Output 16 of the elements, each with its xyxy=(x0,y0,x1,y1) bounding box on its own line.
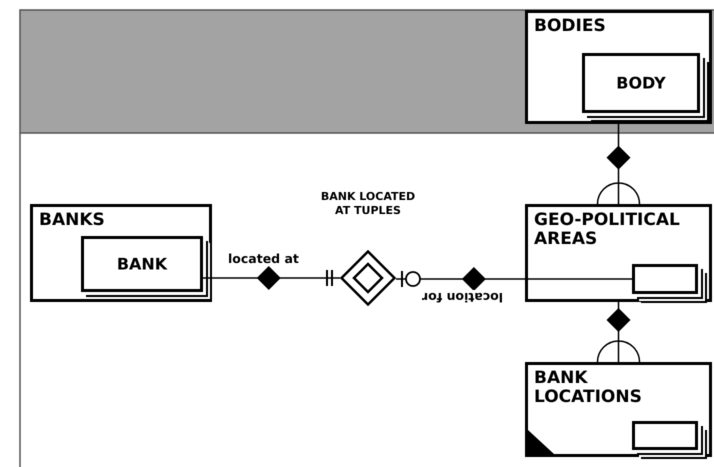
connector xyxy=(396,267,632,290)
connector xyxy=(596,124,640,204)
entity-group-box xyxy=(30,204,212,302)
entity-group-box xyxy=(525,10,712,124)
entity-name: BANK LOCATIONS xyxy=(534,369,643,407)
entity-name: BODIES xyxy=(534,17,606,36)
entity-name: GEO-POLITICAL AREAS xyxy=(534,211,681,249)
entity-name: BODY xyxy=(615,74,667,92)
entity-group-box xyxy=(525,204,712,302)
entity-name: BANKS xyxy=(39,211,105,230)
connector xyxy=(203,266,340,290)
entity-name: BANK xyxy=(116,254,168,274)
connector xyxy=(596,302,640,362)
edge-label: located at xyxy=(226,251,301,266)
relationship-label: BANK LOCATED AT TUPLES xyxy=(320,190,416,218)
entity-group-box xyxy=(525,362,712,457)
